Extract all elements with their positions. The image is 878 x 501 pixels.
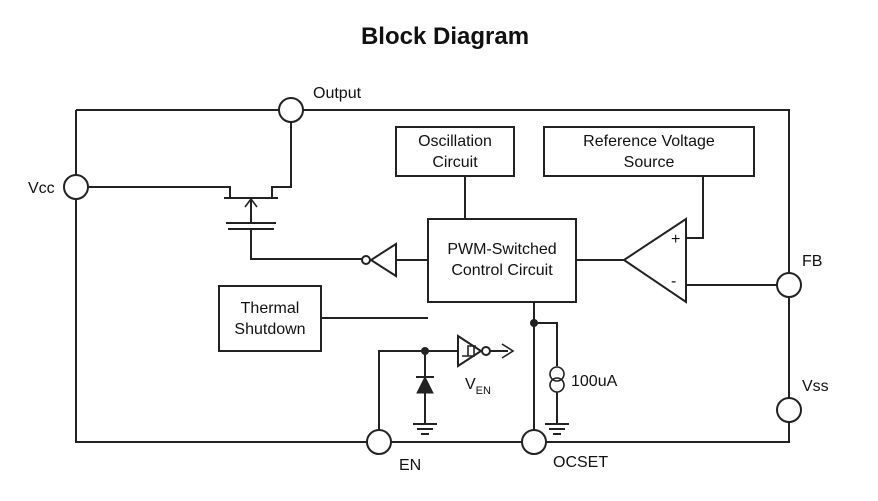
output-pin (278, 97, 304, 123)
diagram-title: Block Diagram (361, 23, 529, 50)
ocset-label: OCSET (553, 454, 608, 471)
reference-label-line2: Source (624, 154, 675, 171)
gate-inverter (361, 242, 428, 278)
vcc-label: Vcc (28, 180, 55, 197)
oscillation-label-line2: Circuit (432, 154, 478, 171)
fb-pin (776, 272, 802, 298)
error-comparator: + - (622, 217, 687, 304)
vss-pin (776, 397, 802, 423)
oscillation-circuit-block: Oscillation Circuit (395, 126, 515, 177)
fb-label: FB (802, 253, 822, 270)
reference-voltage-block: Reference Voltage Source (543, 126, 755, 177)
en-label: EN (399, 457, 421, 474)
current-source-label: 100uA (571, 373, 618, 390)
comparator-plus: + (671, 231, 680, 248)
ocset-pin (521, 429, 547, 455)
oscillation-label-line1: Oscillation (418, 133, 492, 150)
thermal-label-line2: Shutdown (234, 321, 305, 338)
thermal-label-line1: Thermal (241, 300, 300, 317)
comparator-minus: - (671, 273, 676, 290)
ref-to-comparator-wire (686, 176, 704, 239)
pwm-label-line2: Control Circuit (451, 262, 553, 279)
vcc-pin (63, 174, 89, 200)
enable-circuit (378, 347, 458, 435)
pwm-label-line1: PWM-Switched (447, 241, 556, 258)
power-mosfet (88, 122, 362, 260)
output-label: Output (313, 85, 362, 102)
reference-label-line1: Reference Voltage (583, 133, 715, 150)
ven-label: VEN (465, 376, 491, 397)
ocset-circuit (530, 302, 569, 435)
pwm-control-block: PWM-Switched Control Circuit (427, 218, 577, 303)
thermal-shutdown-block: Thermal Shutdown (218, 285, 322, 352)
chip-outline (75, 109, 790, 443)
enable-schmitt-inverter (457, 334, 515, 368)
vss-label: Vss (802, 378, 829, 395)
en-pin (366, 429, 392, 455)
